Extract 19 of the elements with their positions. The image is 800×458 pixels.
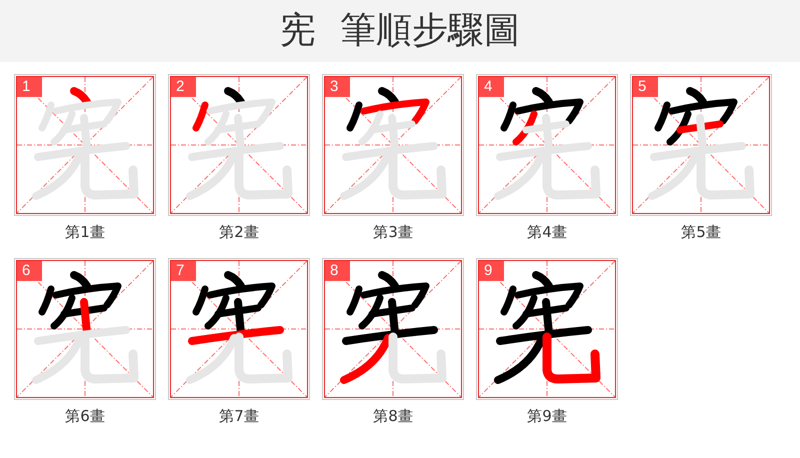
number-tag: 2 bbox=[171, 77, 196, 97]
step-caption: 第1畫 bbox=[65, 222, 105, 242]
step-caption: 第8畫 bbox=[373, 406, 413, 426]
number-tag: 4 bbox=[479, 77, 504, 97]
number-tag: 3 bbox=[325, 77, 350, 97]
number-tag: 6 bbox=[17, 261, 42, 281]
step-caption: 第4畫 bbox=[527, 222, 567, 242]
title: 宪 筆順步驟圖 bbox=[280, 9, 520, 53]
step-caption: 第7畫 bbox=[219, 406, 259, 426]
number-tag: 1 bbox=[17, 77, 42, 97]
number-tag: 7 bbox=[171, 261, 196, 281]
step-caption: 第5畫 bbox=[681, 222, 721, 242]
step-caption: 第9畫 bbox=[527, 406, 567, 426]
step-caption: 第6畫 bbox=[65, 406, 105, 426]
step-caption: 第2畫 bbox=[219, 222, 259, 242]
number-tag: 9 bbox=[479, 261, 504, 281]
number-tag: 8 bbox=[325, 261, 350, 281]
number-tag: 5 bbox=[633, 77, 658, 97]
step-caption: 第3畫 bbox=[373, 222, 413, 242]
